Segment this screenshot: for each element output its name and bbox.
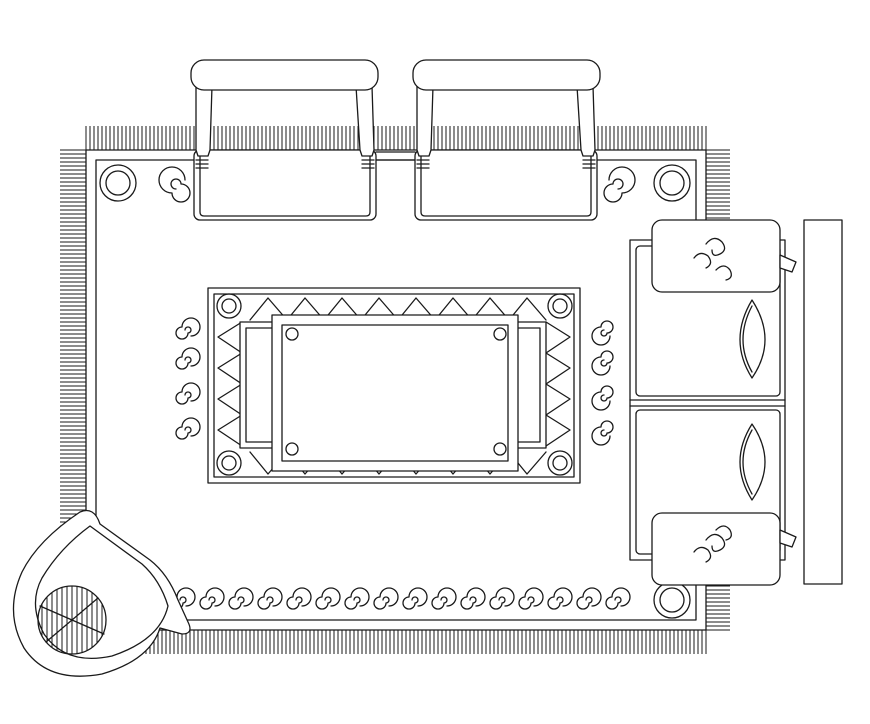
table-swirl: [592, 351, 613, 375]
table-swirl: [592, 421, 613, 445]
rug-swirl: [316, 588, 340, 609]
table-swirl: [176, 318, 200, 339]
table-corner-medallion: [217, 451, 241, 475]
table-swirl: [176, 418, 200, 439]
rug-swirl: [461, 588, 485, 609]
rug-swirl: [519, 588, 543, 609]
accent-chair-inner: [35, 526, 168, 658]
rug-swirl-ornament: [159, 167, 190, 202]
table-swirl: [592, 321, 613, 345]
rug-swirl: [258, 588, 282, 609]
rug-swirl: [490, 588, 514, 609]
rug-swirl-band: [171, 588, 630, 609]
table-side-swirls: [176, 318, 613, 445]
table-swirl: [592, 386, 613, 410]
side-table-bottom: [652, 513, 796, 585]
rug-swirl: [432, 588, 456, 609]
throw-pillow: [740, 300, 765, 378]
table-corner-medallion: [548, 294, 572, 318]
wall-panel: [804, 220, 842, 584]
side-table-top: [652, 220, 796, 292]
table-top-glass: [272, 315, 518, 471]
table-leg: [286, 328, 298, 340]
coffee-table: [176, 288, 613, 483]
accent-chair: [13, 511, 190, 677]
rug-swirl: [345, 588, 369, 609]
table-corner-medallion: [548, 451, 572, 475]
armchair-top-left: [191, 60, 378, 220]
accent-chair-cushion: [38, 586, 106, 654]
table-zigzag-border: [218, 298, 570, 474]
table-corner-medallion: [217, 294, 241, 318]
rug-corner-medallion: [100, 165, 136, 201]
armchair-top-right: [413, 60, 600, 220]
table-swirl: [176, 348, 200, 369]
rug-swirl: [287, 588, 311, 609]
rug-swirl: [374, 588, 398, 609]
rug-swirl-ornament: [604, 167, 635, 202]
accent-chair-body: [13, 511, 190, 677]
rug-swirl: [229, 588, 253, 609]
table-leg: [494, 443, 506, 455]
table-base-inner: [214, 294, 574, 477]
rug-corner-medallion: [654, 165, 690, 201]
table-leg: [286, 443, 298, 455]
table-swirl: [176, 383, 200, 404]
rug-swirl: [577, 588, 601, 609]
rug-swirl: [403, 588, 427, 609]
rug-swirl: [548, 588, 572, 609]
rug-swirl: [200, 588, 224, 609]
table-top-glass-inner: [282, 325, 508, 461]
throw-pillow: [740, 424, 765, 500]
rug-swirl: [606, 588, 630, 609]
sofa: [630, 220, 842, 584]
table-leg: [494, 328, 506, 340]
